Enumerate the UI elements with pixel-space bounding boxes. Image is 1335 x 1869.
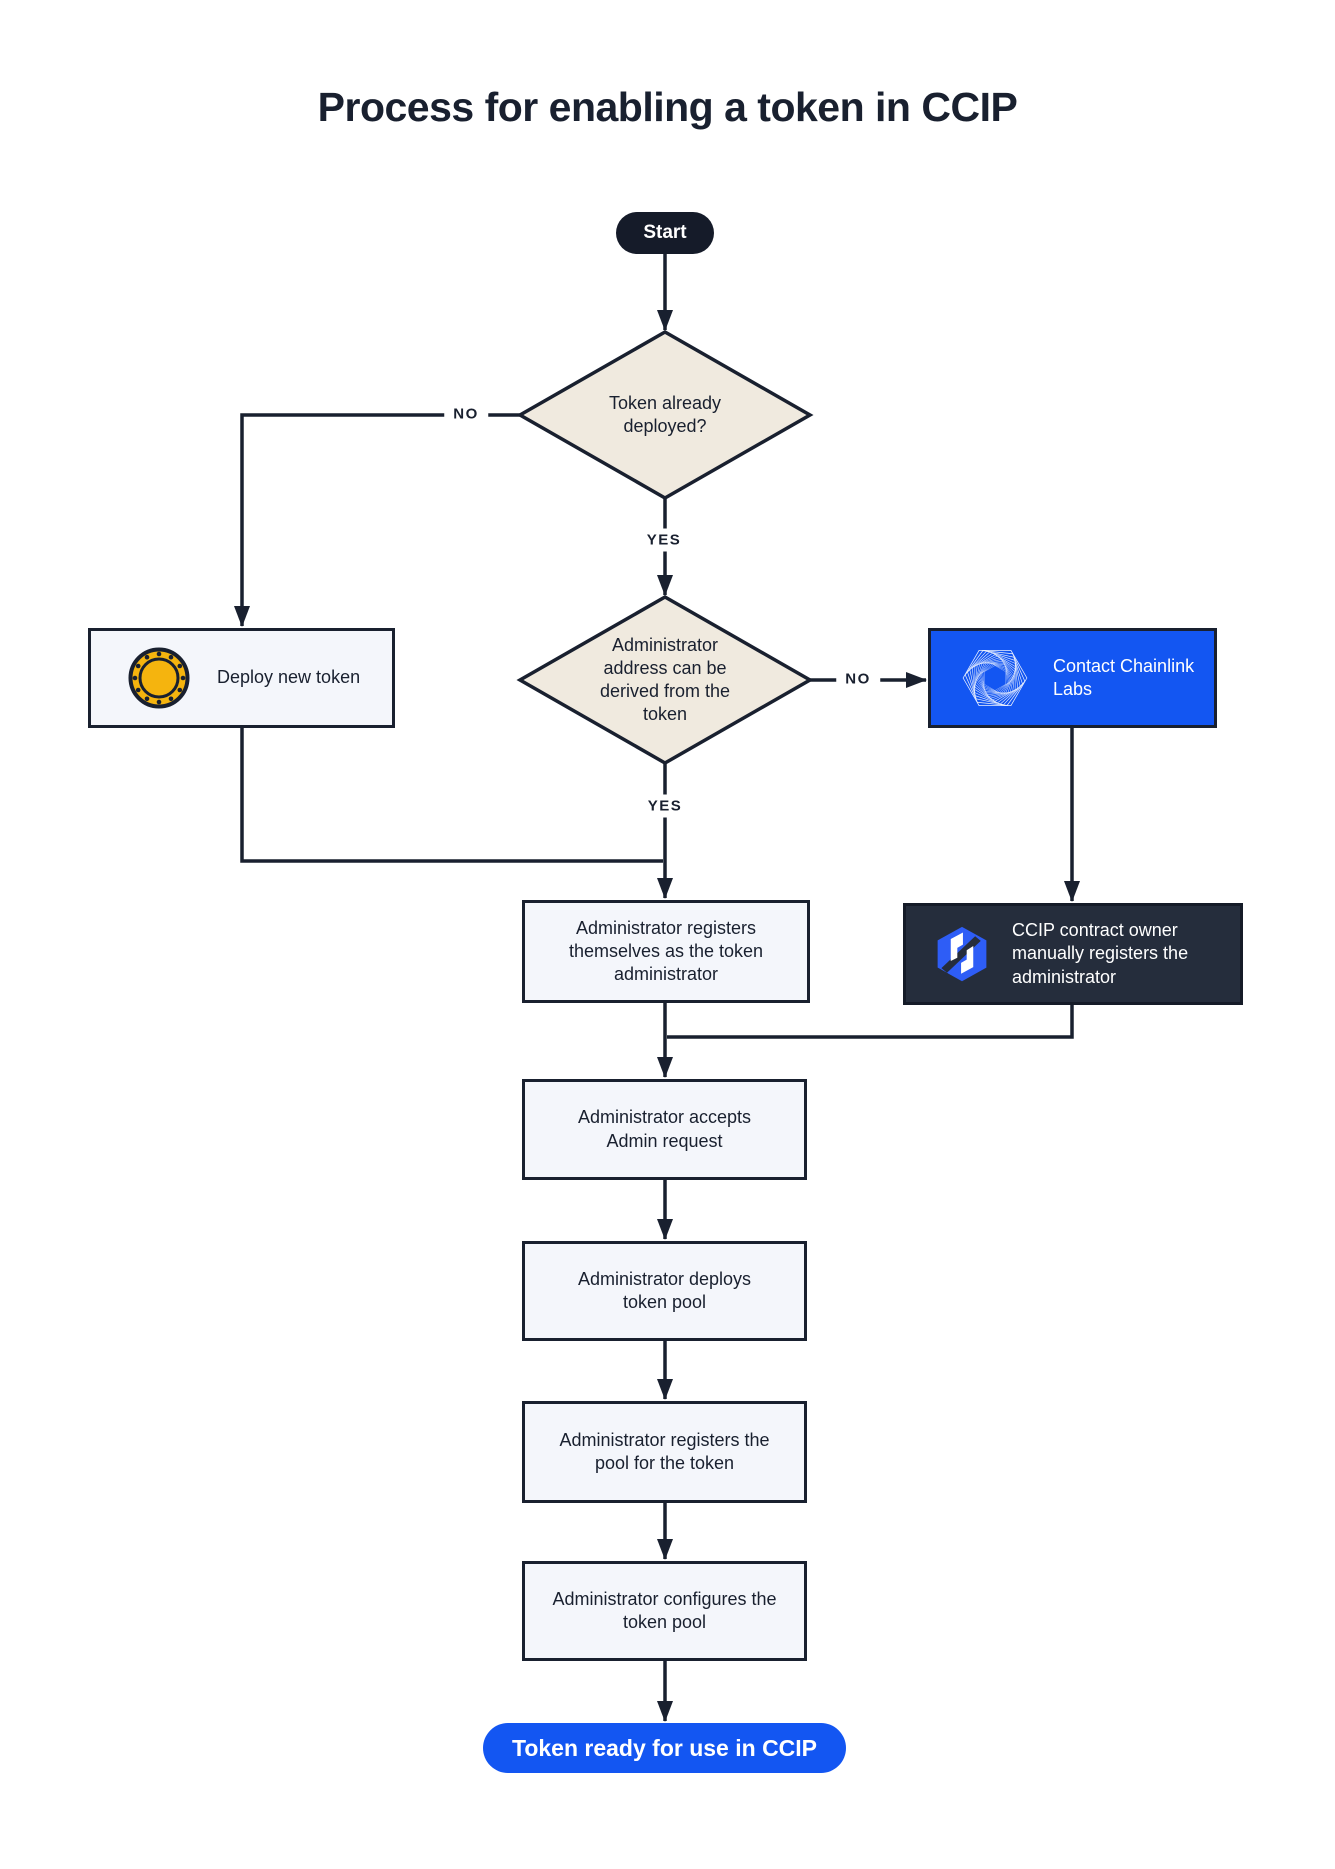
edge-label-yes-derivable: YES (638, 794, 692, 818)
coin-icon (128, 647, 190, 709)
edge-label-yes-deployed: YES (637, 528, 691, 552)
edge-no-to-deploy (234, 413, 520, 627)
decision-admin-derivable-diamond (516, 594, 814, 766)
page-title: Process for enabling a token in CCIP (317, 84, 1018, 130)
admin-accepts-node: Administrator accepts Admin request (522, 1079, 807, 1180)
start-node: Start (616, 212, 714, 254)
edge-label-no-deployed: NO (444, 402, 488, 426)
decision-admin-derivable-label: Administrator address can be derived fro… (599, 634, 731, 725)
ccip-owner-registers-node: CCIP contract owner manually registers t… (903, 903, 1243, 1005)
edge-deploy-to-merge (240, 728, 663, 863)
node-label: CCIP contract owner manually registers t… (1012, 920, 1189, 987)
admin-registers-pool-node: Administrator registers the pool for the… (522, 1401, 807, 1503)
start-label: Start (643, 222, 687, 243)
node-label: Administrator configures the token pool (552, 1588, 777, 1632)
chainlink-labs-icon (961, 647, 1029, 709)
token-ready-node: Token ready for use in CCIP (483, 1723, 846, 1773)
edge-label-no-derivable: NO (836, 667, 880, 691)
node-label: Administrator registers the pool for the… (559, 1429, 770, 1473)
admin-deploys-pool-node: Administrator deploys token pool (522, 1241, 807, 1341)
decision-token-deployed-label: Token already deployed? (608, 392, 722, 436)
node-label: Contact Chainlink Labs (1053, 655, 1195, 699)
admin-configures-pool-node: Administrator configures the token pool (522, 1561, 807, 1661)
deploy-new-token-node: Deploy new token (88, 628, 395, 728)
admin-registers-self-node: Administrator registers themselves as th… (522, 900, 810, 1003)
node-label: Administrator deploys token pool (577, 1268, 752, 1312)
ccip-logo-icon (937, 926, 987, 982)
contact-chainlink-labs-node: Contact Chainlink Labs (928, 628, 1217, 728)
edge-owner-to-merge (667, 1005, 1074, 1039)
node-label: Token ready for use in CCIP (511, 1734, 818, 1761)
node-label: Administrator registers themselves as th… (568, 917, 764, 985)
decision-token-deployed-diamond (516, 329, 814, 501)
node-label: Administrator accepts Admin request (577, 1107, 752, 1151)
node-label: Deploy new token (217, 667, 361, 688)
